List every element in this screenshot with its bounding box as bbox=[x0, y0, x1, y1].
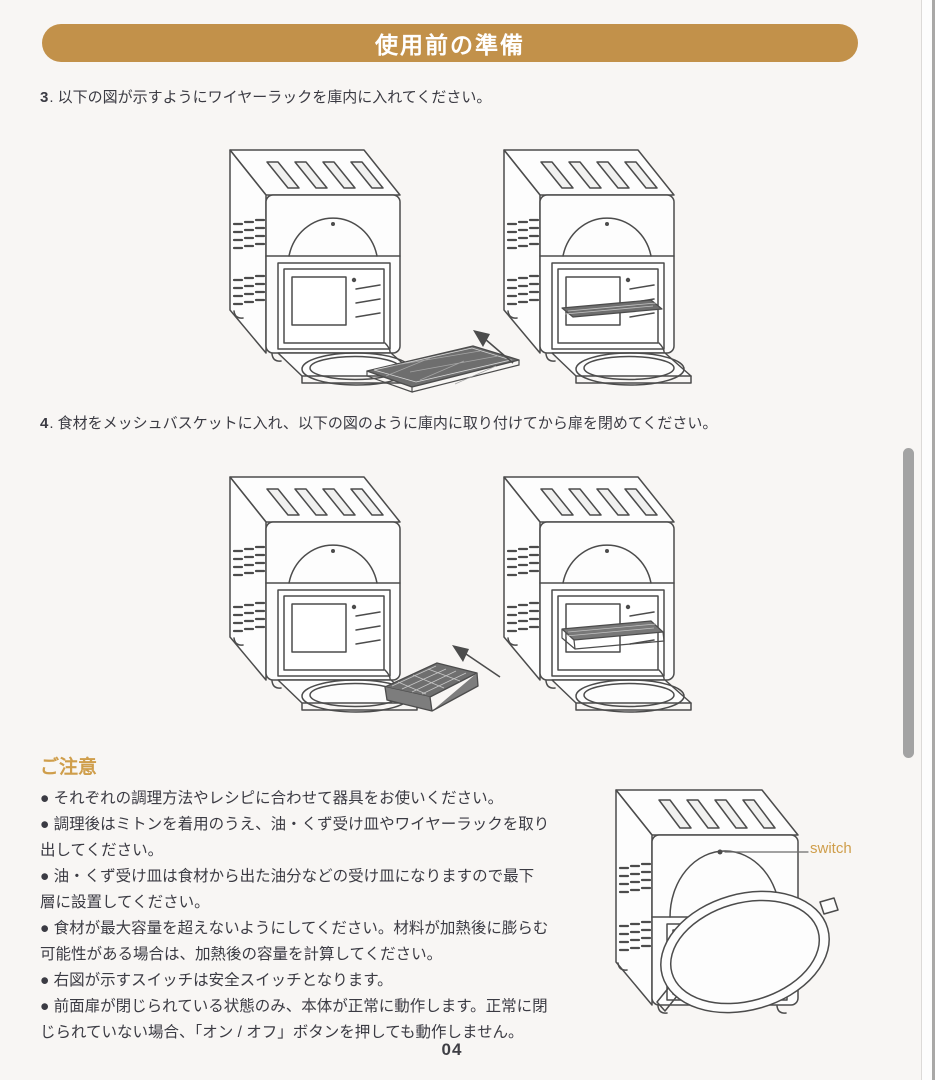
wire-rack-icon bbox=[366, 345, 520, 393]
mesh-basket-arrow-figure bbox=[368, 620, 543, 720]
step-4-instruction: 4. 食材をメッシュバスケットに入れ、以下の図のように庫内に取り付けてから扉を閉… bbox=[40, 412, 717, 433]
caution-bullet: ● 食材が最大容量を超えないようにしてください。材料が加熱後に膨らむ 可能性があ… bbox=[40, 920, 549, 963]
page-number: 04 bbox=[441, 1040, 463, 1059]
insert-arrow-icon bbox=[452, 645, 501, 678]
step-3-text: . 以下の図が示すようにワイヤーラックを庫内に入れてください。 bbox=[49, 89, 492, 106]
scrollbar-track[interactable] bbox=[922, 0, 935, 1080]
step-3-instruction: 3. 以下の図が示すようにワイヤーラックを庫内に入れてください。 bbox=[40, 86, 491, 107]
mesh-basket-icon bbox=[384, 662, 479, 712]
scrollbar-thumb[interactable] bbox=[903, 448, 914, 758]
step-4-text: . 食材をメッシュバスケットに入れ、以下の図のように庫内に取り付けてから扉を閉め… bbox=[49, 415, 718, 432]
caution-section: ご注意 ● それぞれの調理方法やレシピに合わせて器具をお使いください。 ● 調理… bbox=[40, 752, 570, 1046]
oven-safety-switch-figure bbox=[572, 772, 912, 1027]
section-banner: 使用前の準備 bbox=[42, 24, 858, 62]
caution-bullet: ● 右図が示すスイッチは安全スイッチとなります。 bbox=[40, 972, 393, 989]
panel-divider bbox=[921, 0, 922, 1080]
caution-bullet: ● それぞれの調理方法やレシピに合わせて器具をお使いください。 bbox=[40, 790, 504, 807]
switch-dot bbox=[717, 849, 809, 855]
caution-bullet: ● 調理後はミトンを着用のうえ、油・くず受け皿やワイヤーラックを取り 出してくだ… bbox=[40, 816, 550, 859]
section-title: 使用前の準備 bbox=[375, 32, 525, 58]
caution-heading: ご注意 bbox=[40, 757, 98, 778]
step-4-number: 4 bbox=[40, 415, 49, 432]
round-door-open bbox=[656, 890, 839, 1014]
switch-label: switch bbox=[810, 840, 852, 857]
window-edge bbox=[932, 0, 935, 1080]
caution-bullet: ● 前面扉が閉じられている状態のみ、本体が正常に動作します。正常に閉 じられてい… bbox=[40, 998, 548, 1041]
insert-arrow-icon bbox=[473, 330, 514, 364]
caution-bullet: ● 油・くず受け皿は食材から出た油分などの受け皿になりますので最下 層に設置して… bbox=[40, 868, 535, 911]
step-3-number: 3 bbox=[40, 89, 49, 106]
wire-rack-arrow-figure bbox=[360, 318, 535, 398]
